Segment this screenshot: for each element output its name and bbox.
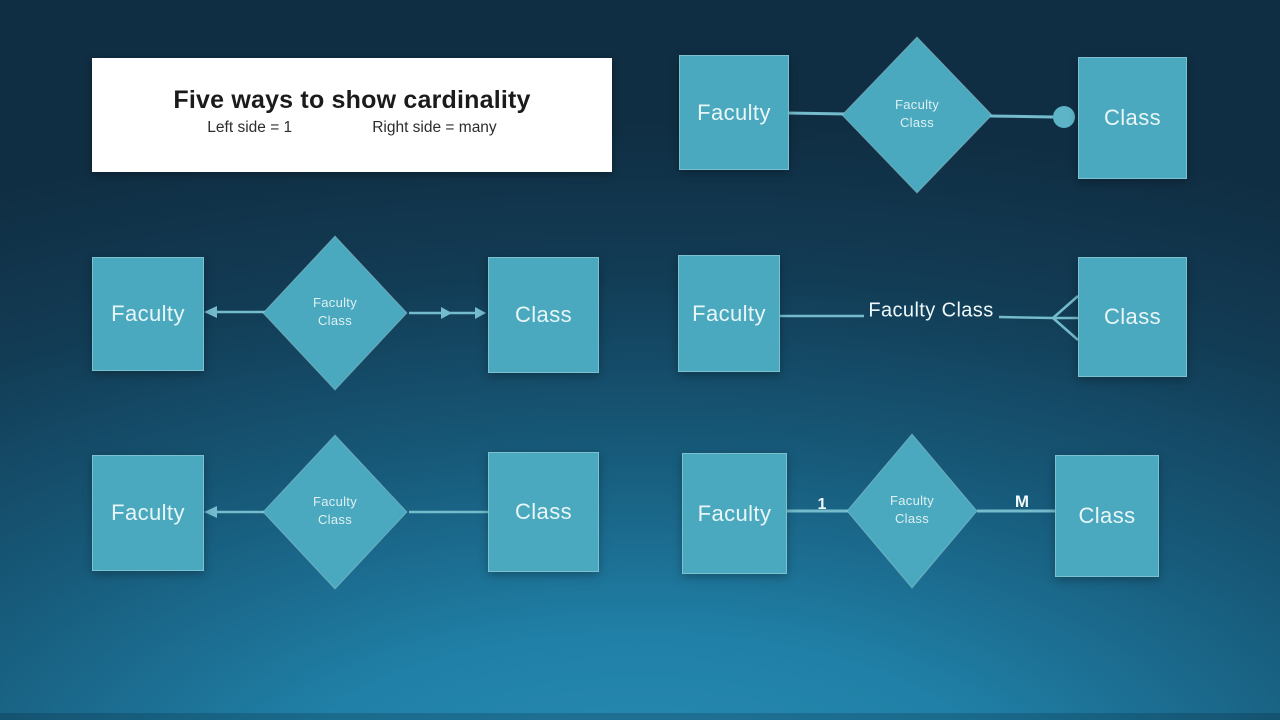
legend-right: Right side = many <box>372 119 497 136</box>
entity-faculty: Faculty <box>679 55 789 170</box>
entity-faculty: Faculty <box>678 255 780 372</box>
relationship-line-label: Faculty Class <box>868 299 994 322</box>
diagram-single-arrow-notation-wires <box>204 434 488 590</box>
diamond-label-line2: Class <box>317 313 353 328</box>
double-arrowhead-icon <box>441 307 452 319</box>
single-arrowhead-icon <box>204 506 217 518</box>
entity-label: Class <box>1078 503 1136 528</box>
entity-label: Class <box>514 499 572 524</box>
diagram-crow-foot-notation-wires <box>778 295 1079 341</box>
relationship-diamond-label: Faculty Class <box>890 492 934 528</box>
entity-class: Class <box>1078 57 1187 179</box>
entity-label: Faculty <box>111 500 185 525</box>
single-arrowhead-icon <box>204 306 217 318</box>
connector-line <box>998 315 1054 320</box>
entity-label: Faculty <box>697 99 771 125</box>
entity-faculty: Faculty <box>92 455 204 571</box>
crow-foot-icon <box>1052 295 1079 319</box>
cardinality-one-label: 1 <box>817 496 827 513</box>
entity-class: Class <box>488 452 599 572</box>
relationship-diamond <box>262 434 408 590</box>
diamond-label-line1: Faculty <box>894 96 940 112</box>
entity-class: Class <box>488 257 599 373</box>
connector-line <box>989 114 1054 119</box>
entity-faculty: Faculty <box>92 257 204 371</box>
diamond-label-line2: Class <box>894 511 930 526</box>
diamond-label-line1: Faculty <box>312 294 358 310</box>
relationship-diamond <box>841 36 993 194</box>
relationship-diamond-label: Faculty Class <box>313 493 357 529</box>
diagram-dot-notation-wires <box>786 36 1075 194</box>
diagram-one-to-many-notation-wires <box>785 433 1055 589</box>
entity-faculty: Faculty <box>682 453 787 574</box>
double-arrowhead-icon <box>475 307 486 319</box>
relationship-diamond <box>846 433 978 589</box>
diamond-label-line1: Faculty <box>889 492 935 508</box>
relationship-diamond <box>262 235 408 391</box>
entity-label: Faculty <box>692 300 766 326</box>
entity-class: Class <box>1055 455 1159 577</box>
diamond-label-line2: Class <box>899 115 935 130</box>
entity-label: Class <box>1103 105 1161 130</box>
relationship-diamond-label: Faculty Class <box>895 96 939 132</box>
entity-label: Faculty <box>111 301 185 326</box>
relationship-diamond-label: Faculty Class <box>313 294 357 330</box>
filled-circle-many-marker-icon <box>1053 106 1075 128</box>
slide-title: Five ways to show cardinality <box>173 86 531 114</box>
diamond-label-line2: Class <box>317 512 353 527</box>
connector-line <box>786 111 848 116</box>
legend-left: Left side = 1 <box>207 119 293 136</box>
crow-foot-icon <box>1052 317 1079 341</box>
title-card: Five ways to show cardinality Left side … <box>92 58 612 172</box>
cardinality-many-label: M <box>1014 492 1030 511</box>
entity-class: Class <box>1078 257 1187 377</box>
entity-label: Faculty <box>697 500 772 526</box>
entity-label: Class <box>514 302 572 327</box>
legend-row: Left side = 1 Right side = many <box>92 119 612 137</box>
diagram-arrow-notation-wires <box>204 235 486 391</box>
entity-label: Class <box>1103 304 1161 329</box>
diamond-label-line1: Faculty <box>312 493 358 509</box>
